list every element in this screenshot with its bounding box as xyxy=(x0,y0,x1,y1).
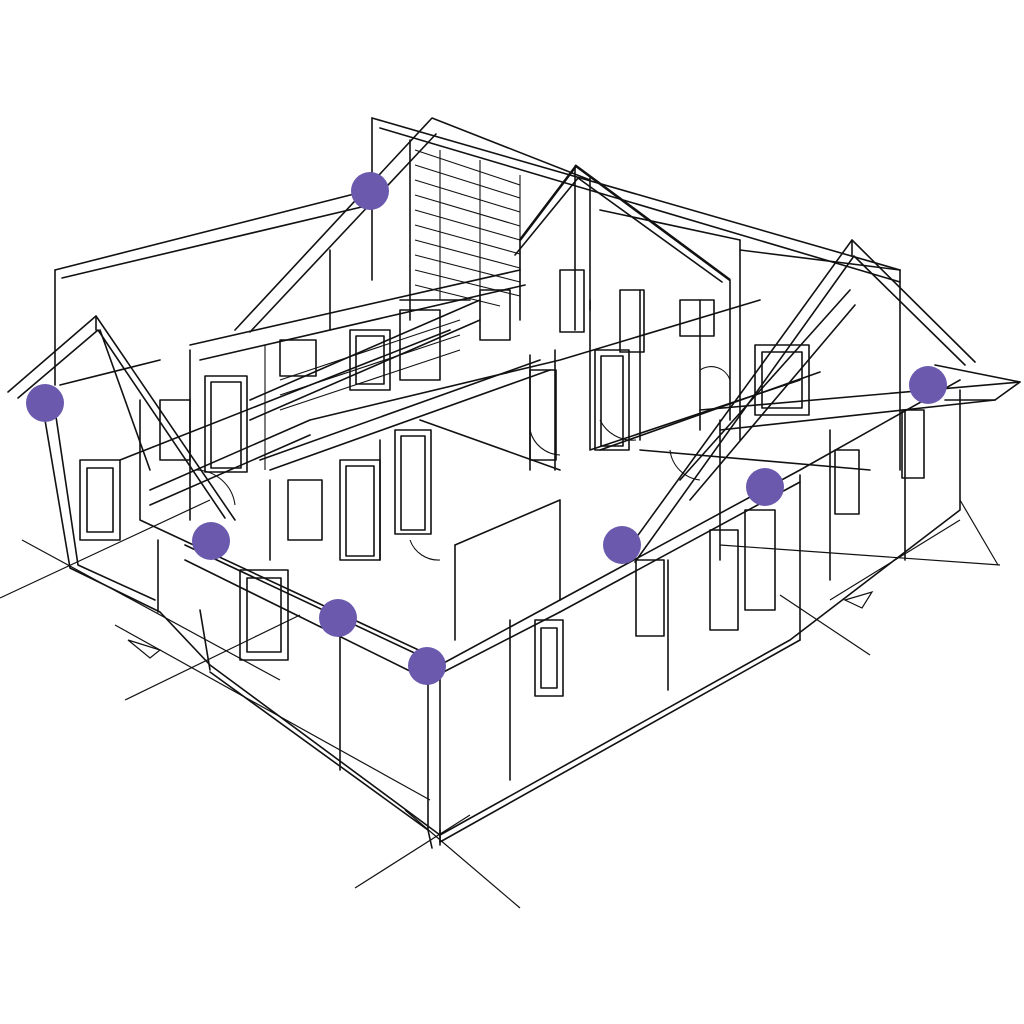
marker-dot[interactable] xyxy=(909,366,947,404)
centre-gable-roof xyxy=(514,164,901,421)
doors xyxy=(204,349,776,631)
interior-walls xyxy=(139,239,871,661)
door-swings xyxy=(194,366,731,561)
marker-dot[interactable] xyxy=(26,384,64,422)
windows xyxy=(79,269,925,697)
gable-siding xyxy=(264,149,521,470)
marker-dot[interactable] xyxy=(603,526,641,564)
ground-dimension-lines xyxy=(0,499,1001,909)
marker-dot[interactable] xyxy=(351,172,389,210)
left-gable-roof xyxy=(7,189,371,521)
marker-dot[interactable] xyxy=(746,468,784,506)
marker-layer xyxy=(26,172,947,685)
marker-dot[interactable] xyxy=(192,522,230,560)
marker-dot[interactable] xyxy=(319,599,357,637)
right-gable-roof xyxy=(619,239,1021,563)
marker-dot[interactable] xyxy=(408,647,446,685)
